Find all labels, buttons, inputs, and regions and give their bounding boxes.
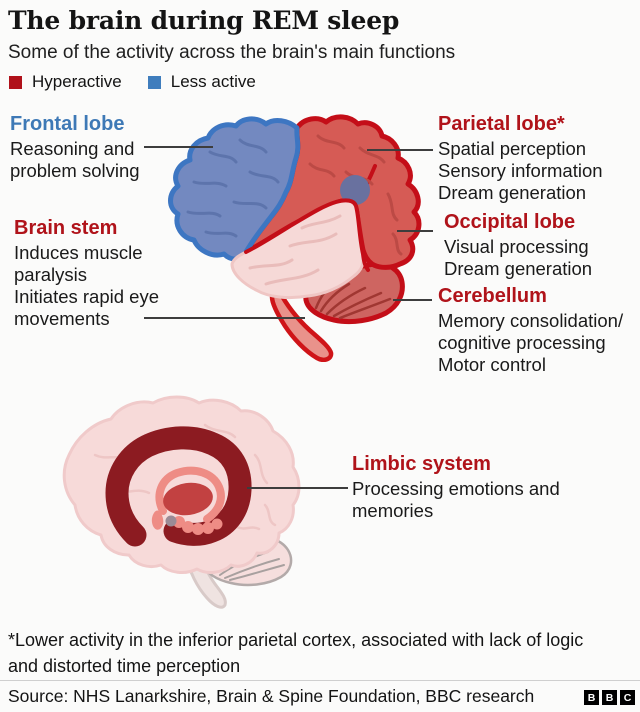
- parietal-occipital-divide: [356, 164, 377, 202]
- limbic-system-ring: [105, 426, 252, 547]
- brain-stem-line: Initiates rapid eye: [14, 286, 160, 307]
- brain-stem-line: Induces muscle: [14, 242, 143, 263]
- brain-sagittal-illustration: [62, 395, 301, 609]
- parietal-occipital-lobes-shape: [243, 114, 422, 270]
- limbic-system-line: memories: [352, 500, 434, 521]
- legend-item-less-active: Less active: [147, 72, 256, 92]
- hyperactive-swatch: [9, 75, 22, 89]
- lower-cortex-shape: [62, 395, 301, 574]
- footer-divider: [0, 680, 640, 681]
- label-cerebellum: Cerebellum Memory consolidation/ cogniti…: [438, 284, 623, 376]
- hyperactive-label: Hyperactive: [32, 72, 122, 91]
- label-limbic-system: Limbic system Processing emotions and me…: [352, 452, 560, 522]
- bbc-logo: B B C: [584, 690, 635, 705]
- cerebellum-line: Motor control: [438, 354, 546, 375]
- parietal-lobe-heading: Parietal lobe*: [438, 113, 565, 135]
- cerebellum-heading: Cerebellum: [438, 285, 547, 307]
- frontal-lobe-shape: [168, 116, 301, 262]
- connector-cerebellum: [393, 299, 432, 301]
- limbic-teardrop-structure: [151, 510, 164, 530]
- bbc-logo-block: B: [584, 690, 599, 705]
- label-parietal-lobe: Parietal lobe* Spatial perception Sensor…: [438, 112, 603, 204]
- temporal-lobe-shape: [230, 198, 365, 300]
- brain-stem-shape: [269, 289, 334, 362]
- less-active-swatch: [147, 75, 161, 89]
- connector-occipital-lobe: [397, 230, 433, 232]
- label-brain-stem: Brain stem Induces muscle paralysis Init…: [14, 216, 159, 330]
- lower-cortex-sulci: [93, 423, 277, 531]
- frontal-lobe-heading: Frontal lobe: [10, 113, 125, 135]
- hippocampus-bumps: [173, 516, 223, 535]
- legend: Hyperactive Less active: [9, 72, 256, 92]
- footnote-line: and distorted time perception: [8, 656, 241, 676]
- frontal-lobe-line: Reasoning and: [10, 138, 135, 159]
- parietal-lobe-line: Spatial perception: [438, 138, 587, 159]
- cerebellum-striations: [314, 278, 392, 320]
- temporal-red-boundary: [244, 198, 370, 272]
- connector-parietal-lobe: [367, 149, 433, 151]
- parietal-lobe-line: Dream generation: [438, 182, 587, 203]
- cerebellum-line: Memory consolidation/: [438, 310, 624, 331]
- cerebellum-line: cognitive processing: [438, 332, 606, 353]
- occipital-lobe-line: Dream generation: [444, 258, 593, 279]
- page-title: The brain during REM sleep: [8, 6, 400, 35]
- brain-stem-heading: Brain stem: [14, 217, 118, 239]
- frontal-lobe-sulci: [186, 138, 280, 238]
- lower-cerebellum-shape: [201, 534, 293, 587]
- limbic-system-line: Processing emotions and: [352, 478, 560, 499]
- frontal-lobe-line: problem solving: [10, 160, 140, 181]
- footnote: *Lower activity in the inferior parietal…: [8, 627, 583, 679]
- label-occipital-lobe: Occipital lobe Visual processing Dream g…: [444, 210, 592, 280]
- red-lobe-sulci: [308, 134, 403, 256]
- page-subtitle: Some of the activity across the brain's …: [8, 42, 456, 63]
- inferior-parietal-spot: [340, 175, 370, 205]
- less-active-label: Less active: [170, 72, 256, 91]
- bbc-logo-block: C: [620, 690, 635, 705]
- lower-brain-stem-shape: [185, 543, 227, 609]
- temporal-lobe-sulci: [248, 214, 342, 286]
- bbc-logo-block: B: [602, 690, 617, 705]
- brain-stem-line: paralysis: [14, 264, 87, 285]
- cerebellum-shape: [303, 261, 405, 325]
- footnote-line: *Lower activity in the inferior parietal…: [8, 630, 584, 650]
- connector-brain-stem: [144, 317, 305, 319]
- occipital-lobe-heading: Occipital lobe: [444, 211, 576, 233]
- connector-frontal-lobe: [144, 146, 213, 148]
- limbic-inner-ring: [155, 466, 225, 523]
- parietal-lobe-line: Sensory information: [438, 160, 603, 181]
- legend-item-hyperactive: Hyperactive: [9, 72, 122, 92]
- source-credit: Source: NHS Lanarkshire, Brain & Spine F…: [8, 686, 535, 706]
- amygdala-dot: [165, 515, 177, 527]
- brain-stem-line: movements: [14, 308, 110, 329]
- occipital-lobe-line: Visual processing: [444, 236, 589, 257]
- thalamus-shape: [163, 482, 213, 516]
- label-frontal-lobe: Frontal lobe Reasoning and problem solvi…: [10, 112, 140, 182]
- lower-cerebellum-striations: [208, 537, 285, 581]
- connector-limbic-system: [247, 487, 348, 489]
- limbic-system-heading: Limbic system: [352, 453, 491, 475]
